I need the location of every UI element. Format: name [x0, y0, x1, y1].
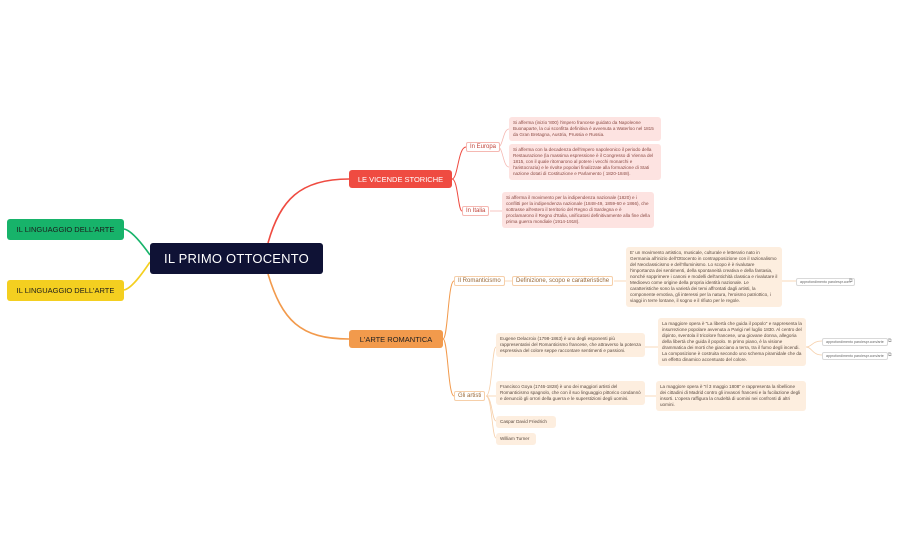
side-node-linguaggio-green[interactable]: IL LINGUAGGIO DELL'ARTE — [7, 219, 124, 240]
note-delacroix-opera[interactable]: La maggiore opera è "La libertà che guid… — [658, 318, 806, 366]
external-link-icon[interactable]: ⧉ — [849, 278, 853, 284]
link-delacroix-1[interactable]: approfondimento parolespr.com/arte — [822, 338, 888, 346]
label-romanticismo[interactable]: Il Romanticismo — [454, 276, 505, 286]
branch-label: L'ARTE ROMANTICA — [359, 334, 433, 344]
note-goya-opera[interactable]: La maggiore opera è "Il 3 maggio 1808" e… — [656, 381, 806, 411]
external-link-icon[interactable]: ⧉ — [888, 338, 892, 344]
branch-arte-romantica[interactable]: L'ARTE ROMANTICA — [349, 330, 443, 348]
note-europa-restaurazione[interactable]: Si afferma con la decadenza dell'impero … — [509, 144, 661, 180]
label-gli-artisti[interactable]: Gli artisti — [454, 391, 486, 401]
root-node[interactable]: IL PRIMO OTTOCENTO — [150, 243, 323, 274]
link-delacroix-2[interactable]: approfondimento parolespr.com/arte — [822, 352, 888, 360]
side-node-label: IL LINGUAGGIO DELL'ARTE — [16, 225, 115, 234]
link-romanticismo[interactable]: approfondimento parolespr.com — [796, 278, 855, 286]
note-goya[interactable]: Francisco Goya (1746-1828) è uno dei mag… — [496, 381, 645, 405]
note-delacroix[interactable]: Eugene Delacroix (1798-1863) è uno degli… — [496, 333, 645, 357]
label-in-italia[interactable]: In Italia — [462, 206, 490, 216]
note-italia[interactable]: Si afferma il movimento per la indipende… — [502, 192, 654, 228]
note-turner[interactable]: William Turner — [496, 433, 536, 445]
note-europa-napoleone[interactable]: Si afferma (inizio '800) l'impero france… — [509, 117, 661, 141]
side-node-label: IL LINGUAGGIO DELL'ARTE — [16, 286, 115, 295]
branch-vicende-storiche[interactable]: LE VICENDE STORICHE — [349, 170, 452, 188]
side-node-linguaggio-yellow[interactable]: IL LINGUAGGIO DELL'ARTE — [7, 280, 124, 301]
note-friedrich[interactable]: Caspar David Friedrich — [496, 416, 556, 428]
external-link-icon[interactable]: ⧉ — [888, 352, 892, 358]
label-definizione[interactable]: Definizione, scopo e caratteristiche — [512, 276, 614, 286]
label-in-europa[interactable]: In Europa — [466, 142, 501, 152]
root-title: IL PRIMO OTTOCENTO — [164, 251, 309, 266]
branch-label: LE VICENDE STORICHE — [357, 174, 444, 184]
note-romanticismo[interactable]: E' un movimento artistico, musicale, cul… — [626, 247, 782, 307]
